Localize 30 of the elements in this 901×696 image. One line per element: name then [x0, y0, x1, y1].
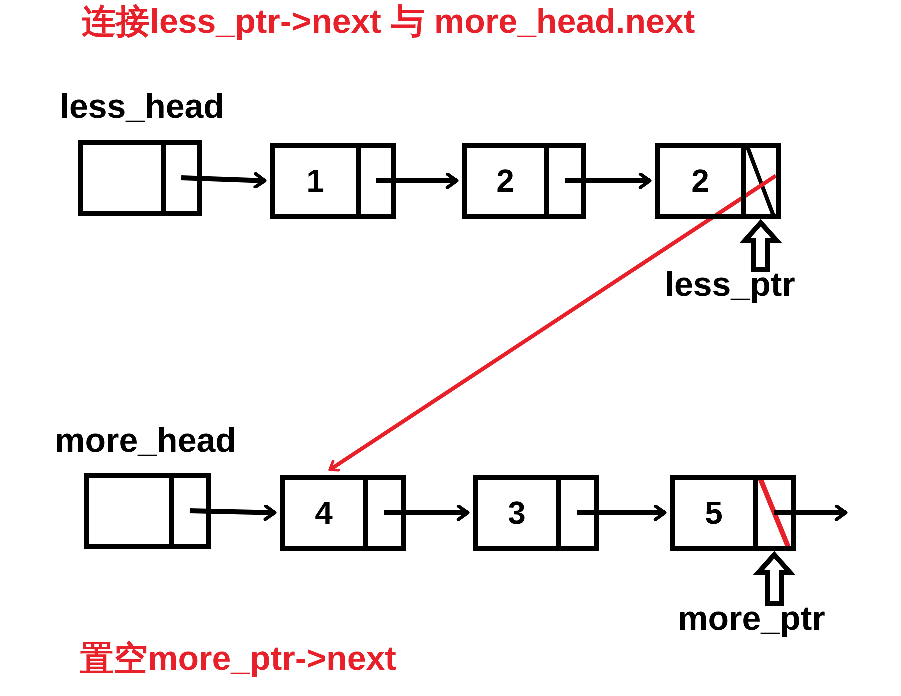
arrow: [565, 172, 652, 190]
pointer-arrow: [739, 219, 783, 272]
node-value: 3: [508, 494, 526, 532]
node-value: 2: [692, 162, 710, 200]
list-node-box: [280, 475, 406, 551]
list-node-box: [462, 143, 586, 219]
list-node-box: [270, 143, 396, 219]
arrow: [376, 172, 459, 190]
list-node-box: [655, 143, 781, 219]
head-pointer-label: less_head: [60, 88, 224, 126]
pointer-arrow: [752, 551, 796, 606]
caption: 置空more_ptr->next: [80, 640, 396, 678]
list-node-box: [78, 140, 202, 216]
arrow: [190, 504, 277, 522]
arrow: [328, 174, 778, 472]
node-value: 2: [496, 162, 514, 200]
node-value: 4: [315, 494, 333, 532]
node-value: 5: [705, 494, 723, 532]
arrow: [578, 504, 667, 522]
arrow: [774, 504, 848, 522]
title: 连接less_ptr->next 与 more_head.next: [82, 3, 696, 41]
arrow: [181, 172, 267, 190]
list-node-box: [473, 475, 599, 551]
list-node-box: [670, 475, 796, 551]
head-pointer-label: more_head: [55, 422, 236, 460]
arrow: [384, 504, 470, 522]
pointer-label: less_ptr: [665, 266, 796, 304]
pointer-label: more_ptr: [678, 600, 826, 638]
node-value: 1: [306, 162, 324, 200]
list-node-box: [84, 473, 211, 549]
